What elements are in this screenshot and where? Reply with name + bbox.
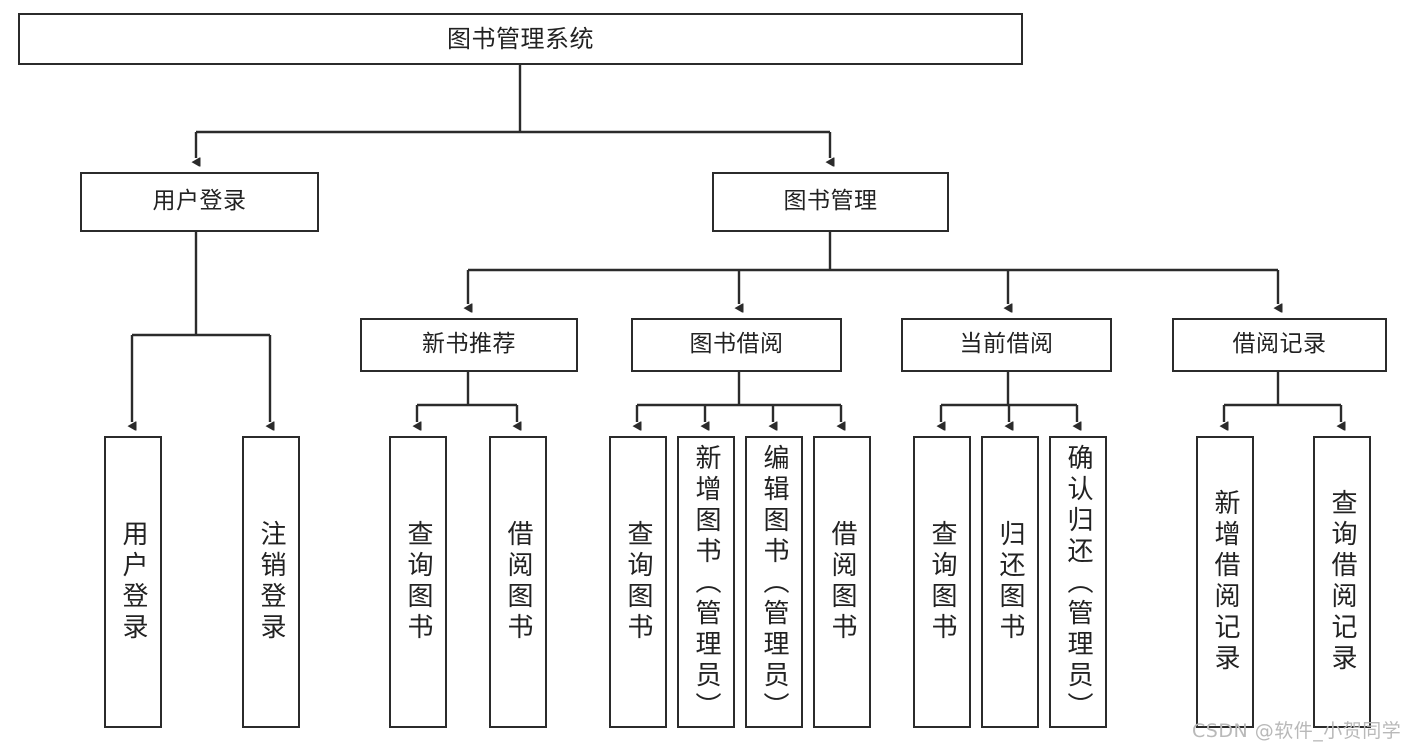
node-label: 图书借阅 <box>689 331 784 358</box>
node-label: 新书推荐 <box>422 331 516 358</box>
node-root-book-management-system[interactable]: 图书管理系统 <box>18 13 1023 65</box>
node-label: 借阅图书 <box>827 520 857 644</box>
leaf-confirm-return-admin[interactable]: 确认归还（管理员） <box>1049 436 1107 728</box>
csdn-watermark: CSDN @软件_小贺同学 <box>1192 720 1402 742</box>
node-label: 当前借阅 <box>959 331 1054 358</box>
leaf-query-book-borrow[interactable]: 查询图书 <box>609 436 667 728</box>
node-label: 注销登录 <box>256 520 286 644</box>
node-label: 用户登录 <box>152 188 247 215</box>
leaf-borrow-book-recommend[interactable]: 借阅图书 <box>489 436 547 728</box>
node-label: 借阅记录 <box>1232 331 1327 358</box>
node-book-management[interactable]: 图书管理 <box>712 172 949 232</box>
node-label: 图书管理系统 <box>447 24 594 53</box>
leaf-add-borrow-record[interactable]: 新增借阅记录 <box>1196 436 1254 728</box>
leaf-query-borrow-record[interactable]: 查询借阅记录 <box>1313 436 1371 728</box>
node-label: 新增图书（管理员） <box>691 444 721 723</box>
node-label: 查询图书 <box>623 520 653 644</box>
node-label: 编辑图书（管理员） <box>759 444 789 723</box>
leaf-return-book[interactable]: 归还图书 <box>981 436 1039 728</box>
leaf-user-login[interactable]: 用户登录 <box>104 436 162 728</box>
node-label: 新增借阅记录 <box>1210 489 1240 675</box>
leaf-query-book-current[interactable]: 查询图书 <box>913 436 971 728</box>
node-label: 归还图书 <box>995 520 1025 644</box>
node-label: 借阅图书 <box>503 520 533 644</box>
node-new-book-recommend[interactable]: 新书推荐 <box>360 318 578 372</box>
node-label: 查询图书 <box>403 520 433 644</box>
node-borrow-record[interactable]: 借阅记录 <box>1172 318 1387 372</box>
node-label: 用户登录 <box>118 520 148 644</box>
node-label: 确认归还（管理员） <box>1063 444 1093 723</box>
node-label: 查询借阅记录 <box>1327 489 1357 675</box>
leaf-query-book-recommend[interactable]: 查询图书 <box>389 436 447 728</box>
leaf-user-logout[interactable]: 注销登录 <box>242 436 300 728</box>
leaf-borrow-book[interactable]: 借阅图书 <box>813 436 871 728</box>
node-label: 图书管理 <box>783 188 878 215</box>
leaf-edit-book-admin[interactable]: 编辑图书（管理员） <box>745 436 803 728</box>
node-current-borrow[interactable]: 当前借阅 <box>901 318 1112 372</box>
leaf-add-book-admin[interactable]: 新增图书（管理员） <box>677 436 735 728</box>
node-book-borrow[interactable]: 图书借阅 <box>631 318 842 372</box>
node-label: 查询图书 <box>927 520 957 644</box>
node-user-login[interactable]: 用户登录 <box>80 172 319 232</box>
